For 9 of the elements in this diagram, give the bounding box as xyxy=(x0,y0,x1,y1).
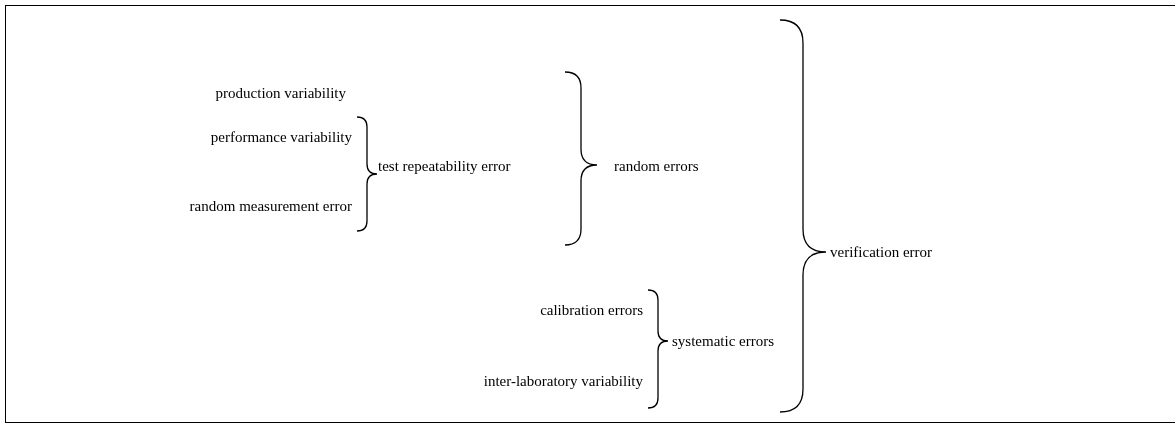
label-text: inter-laboratory variability xyxy=(483,372,643,390)
label-text: systematic errors xyxy=(672,332,775,350)
label-text: verification error xyxy=(830,243,933,261)
label-text: test repeatability error xyxy=(378,157,511,175)
label-text: random errors xyxy=(614,157,699,175)
label-text: calibration errors xyxy=(540,301,643,319)
label-text: production variability xyxy=(215,84,346,102)
label-text: random measurement error xyxy=(189,197,352,215)
label-text: performance variability xyxy=(210,128,352,146)
